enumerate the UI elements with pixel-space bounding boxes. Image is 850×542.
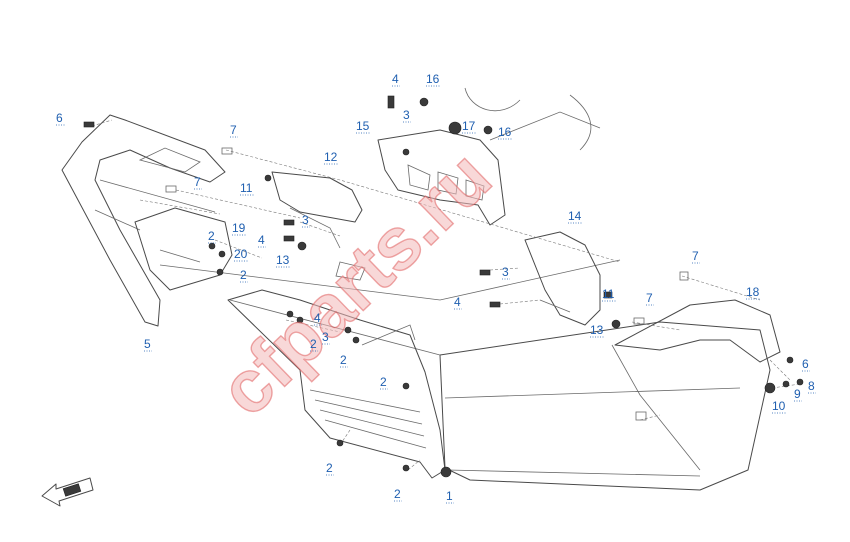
callout-label: 11 bbox=[240, 181, 253, 195]
callout-label: 19 bbox=[232, 221, 246, 235]
watermark: cfparts.ru bbox=[203, 135, 506, 432]
nut-icon bbox=[796, 378, 804, 386]
callout-label: 6 bbox=[56, 111, 63, 125]
callout-label: 6 bbox=[802, 357, 809, 371]
clip-icon bbox=[603, 291, 613, 299]
callout-label: 16 bbox=[498, 125, 512, 139]
callout-label: 2 bbox=[326, 461, 333, 475]
nut-icon bbox=[296, 316, 304, 324]
nut-icon bbox=[286, 310, 294, 318]
callout-label: 16 bbox=[426, 72, 440, 86]
callout-label: 8 bbox=[808, 379, 815, 393]
nut-icon bbox=[402, 148, 410, 156]
bolt-icon bbox=[283, 219, 295, 226]
callout-label: 7 bbox=[692, 249, 699, 263]
callout-label: 13 bbox=[276, 253, 290, 267]
clip-icon bbox=[633, 317, 645, 325]
callout-label: 14 bbox=[568, 209, 582, 223]
callout-label: 7 bbox=[646, 291, 653, 305]
left-center-bracket bbox=[271, 171, 366, 281]
callout-label: 17 bbox=[462, 119, 476, 133]
rear-right-panel bbox=[614, 299, 781, 363]
nut-icon bbox=[264, 174, 272, 182]
front-direction-arrow-icon bbox=[41, 477, 94, 507]
callout-label: 11 bbox=[602, 287, 615, 301]
grommet-icon bbox=[448, 121, 462, 135]
bolt-icon bbox=[83, 121, 95, 128]
right-bracket bbox=[524, 231, 601, 326]
callout-label: 10 bbox=[772, 399, 786, 413]
nut-icon bbox=[344, 326, 352, 334]
callout-label: 4 bbox=[392, 72, 399, 86]
callout-label: 2 bbox=[380, 375, 387, 389]
callout-label: 18 bbox=[746, 285, 760, 299]
callout-label: 2 bbox=[340, 353, 347, 367]
callout-label: 2 bbox=[394, 487, 401, 501]
nut-icon bbox=[208, 242, 216, 250]
left-side-panel bbox=[61, 114, 226, 327]
clip-icon bbox=[679, 271, 689, 281]
nut-icon bbox=[297, 241, 307, 251]
callout-label: 3 bbox=[502, 265, 509, 279]
nut-icon bbox=[402, 382, 410, 390]
callout-label: 2 bbox=[240, 268, 247, 282]
center-bracket bbox=[377, 87, 601, 226]
lower-side-cover bbox=[227, 289, 446, 479]
clip-icon bbox=[221, 147, 233, 155]
callout-label: 7 bbox=[194, 175, 201, 189]
nut-icon bbox=[786, 356, 794, 364]
callout-label: 12 bbox=[324, 150, 338, 164]
bolt-icon bbox=[479, 269, 491, 276]
nut-icon bbox=[782, 380, 790, 388]
nut-icon bbox=[440, 466, 452, 478]
bolt-icon bbox=[283, 235, 295, 242]
callout-label: 9 bbox=[794, 387, 801, 401]
callout-labels: 6 7 7 11 12 4 16 15 3 17 16 19 2 20 2 4 … bbox=[56, 72, 816, 504]
callout-label: 3 bbox=[302, 213, 309, 227]
nut-icon bbox=[216, 268, 224, 276]
nut-icon bbox=[611, 319, 621, 329]
callout-label: 4 bbox=[258, 233, 265, 247]
callout-label: 4 bbox=[454, 295, 461, 309]
callout-label: 1 bbox=[446, 489, 453, 503]
nut-icon bbox=[402, 464, 410, 472]
callout-label: 20 bbox=[234, 247, 248, 261]
nut-icon bbox=[336, 439, 344, 447]
clip-icon bbox=[165, 185, 177, 193]
bolt-icon bbox=[387, 95, 395, 109]
left-bracket bbox=[134, 207, 233, 291]
bolt-icon bbox=[489, 301, 501, 308]
callout-label: 5 bbox=[144, 337, 151, 351]
leader-lines bbox=[91, 119, 801, 471]
nut-icon bbox=[352, 336, 360, 344]
nut-icon bbox=[419, 97, 429, 107]
nut-icon bbox=[483, 125, 493, 135]
callout-label: 2 bbox=[208, 229, 215, 243]
callout-label: 7 bbox=[230, 123, 237, 137]
callout-label: 3 bbox=[322, 330, 329, 344]
hardware bbox=[83, 95, 804, 478]
rear-fairing-outline bbox=[159, 259, 771, 491]
callout-label: 2 bbox=[310, 337, 317, 351]
callout-label: 3 bbox=[403, 108, 410, 122]
callout-label: 15 bbox=[356, 119, 370, 133]
clip-icon bbox=[635, 411, 647, 421]
nut-icon bbox=[218, 250, 226, 258]
grommet-icon bbox=[764, 382, 776, 394]
callout-label: 4 bbox=[314, 311, 321, 325]
callout-label: 13 bbox=[590, 323, 604, 337]
